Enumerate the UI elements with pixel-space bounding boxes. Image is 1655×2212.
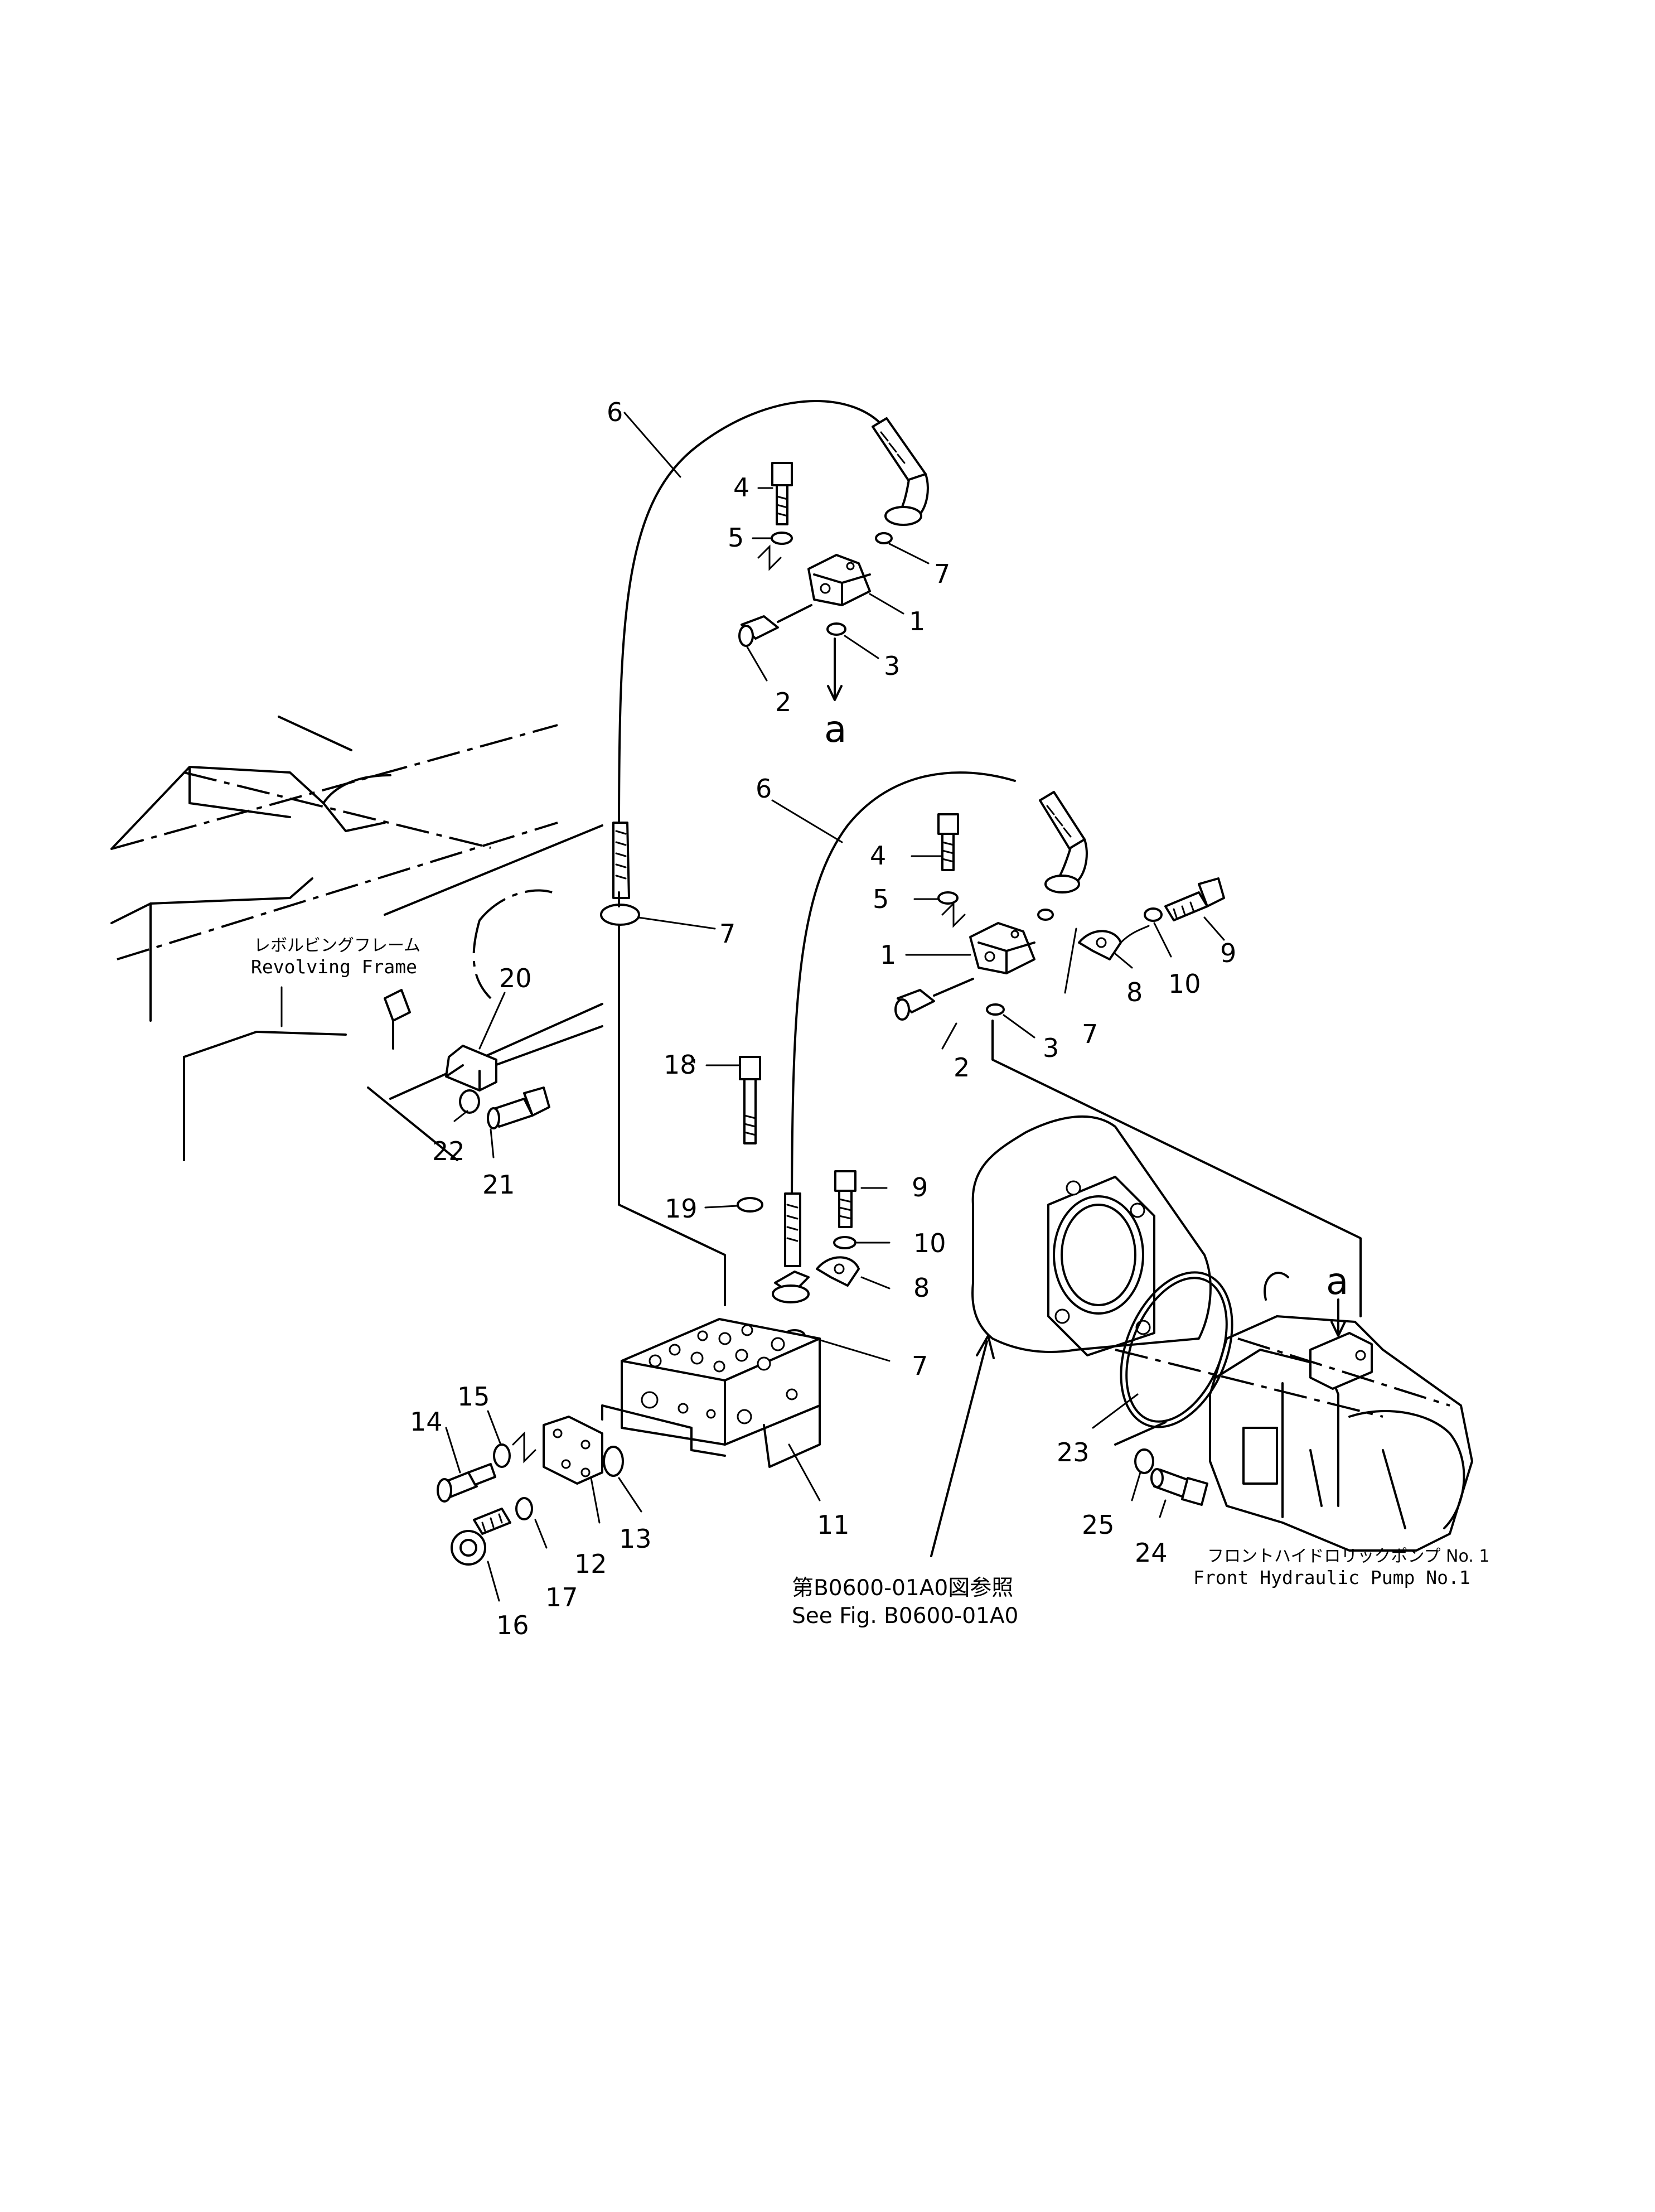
revolving-frame-caption-jp: レボルビングフレーム	[254, 936, 420, 955]
callout-25: 25	[1082, 1510, 1115, 1540]
callout-22: 22	[432, 1136, 465, 1166]
pilot-line-left	[618, 925, 726, 1306]
see-fig-caption-en: See Fig. B0600-01A0	[792, 1604, 1018, 1629]
top-block-assembly	[738, 462, 893, 701]
pump-caption-jp: フロントハイドロリックポンプ No. 1	[1207, 1547, 1489, 1566]
callout-21: 21	[482, 1170, 515, 1200]
revolving-frame-drawing	[110, 716, 603, 1161]
hose-6-lower	[772, 771, 1088, 1303]
callout-3-mid: 3	[1043, 1033, 1059, 1063]
callout-7-left: 7	[719, 919, 735, 949]
callout-8-low: 8	[913, 1273, 930, 1303]
callout-15: 15	[457, 1382, 490, 1412]
callout-17: 17	[545, 1582, 578, 1612]
middle-block-assembly	[894, 813, 1225, 1021]
callout-14: 14	[410, 1407, 443, 1437]
callout-24: 24	[1135, 1538, 1168, 1568]
callout-18: 18	[664, 1050, 696, 1080]
callout-7-low: 7	[912, 1351, 928, 1381]
callout-4-mid: 4	[870, 841, 886, 871]
callout-19: 19	[665, 1194, 698, 1224]
callout-labels: 6 4 5 7 1 3 2 a 6 4 5 1 7 8 10 9 2 3 7 2…	[410, 397, 1348, 1640]
callout-8-mid: 8	[1126, 977, 1143, 1007]
callout-9-mid: 9	[1220, 938, 1236, 968]
leader-lines	[445, 412, 1225, 1602]
callout-11: 11	[817, 1510, 850, 1540]
revolving-frame-caption-en: Revolving Frame	[251, 956, 417, 978]
callout-10-mid: 10	[1168, 969, 1201, 999]
pump-housing-drawing	[971, 1115, 1473, 1552]
callout-5-mid: 5	[873, 884, 889, 914]
pilot-line-right	[991, 1020, 1362, 1317]
callout-2-mid: 2	[954, 1052, 970, 1083]
callout-20: 20	[499, 963, 532, 993]
callout-7-mid: 7	[1082, 1019, 1098, 1049]
callout-2-top: 2	[775, 687, 791, 717]
callout-a-top: a	[824, 708, 846, 751]
callout-7-top: 7	[934, 559, 950, 589]
callout-16: 16	[496, 1610, 529, 1640]
callout-a-pump: a	[1326, 1260, 1348, 1303]
callout-6-mid: 6	[756, 774, 772, 804]
callout-13: 13	[619, 1524, 652, 1554]
callout-12: 12	[574, 1549, 607, 1579]
pump-caption-en: Front Hydraulic Pump No.1	[1193, 1567, 1470, 1588]
callout-4-top: 4	[733, 472, 749, 503]
hose-6-upper	[600, 400, 929, 926]
callout-9-low: 9	[912, 1172, 928, 1202]
captions: レボルビングフレーム Revolving Frame 第B0600-01A0図参…	[251, 936, 1489, 1629]
callout-3-top: 3	[884, 651, 900, 681]
callout-23: 23	[1057, 1437, 1090, 1467]
callout-1-mid: 1	[880, 940, 896, 970]
callout-10-low: 10	[913, 1228, 946, 1258]
manifold-assembly	[437, 1045, 1208, 1566]
callout-5-top: 5	[728, 523, 744, 553]
callout-6-top: 6	[607, 397, 623, 427]
callout-1-top: 1	[909, 606, 925, 636]
see-fig-caption-jp: 第B0600-01A0図参照	[792, 1576, 1013, 1601]
